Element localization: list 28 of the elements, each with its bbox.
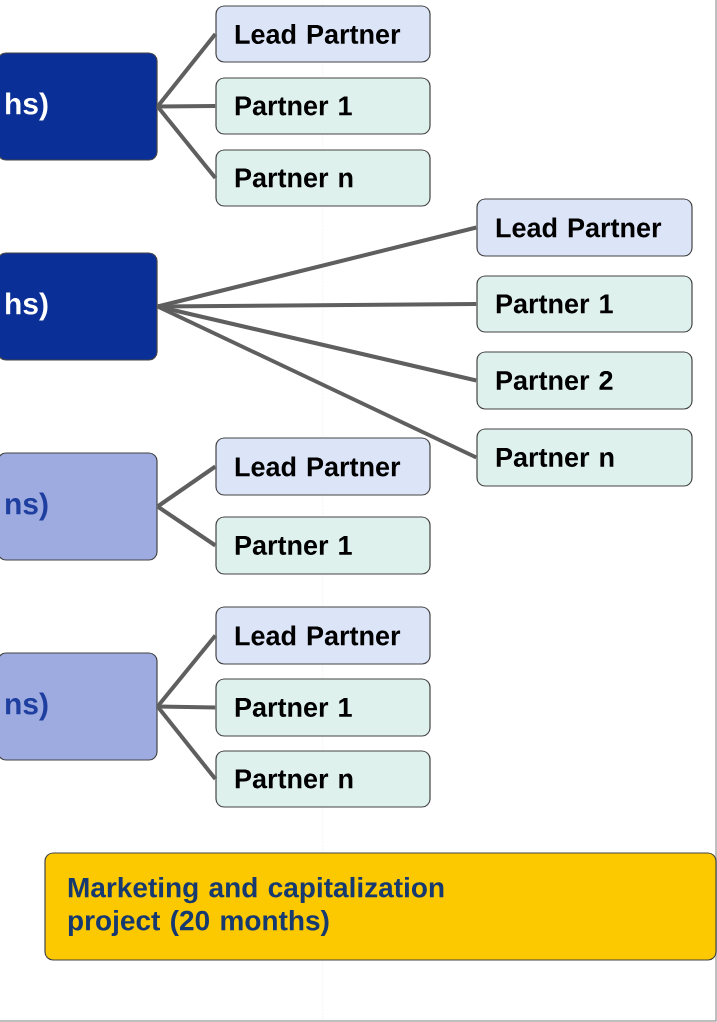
partner-box: Partner 1	[476, 275, 693, 333]
partner-box: Lead Partner	[215, 437, 431, 496]
partner-box: Partner n	[215, 750, 431, 808]
partner-box: Partner 1	[215, 77, 431, 135]
phase-box: hs)	[0, 252, 158, 361]
project-box: Marketing and capitalization project (20 months)	[44, 852, 717, 961]
connector-line	[156, 464, 217, 509]
connector-line	[157, 225, 477, 309]
connector-line	[157, 302, 477, 309]
connector-line	[156, 705, 217, 781]
partner-box: Partner 1	[215, 678, 431, 737]
connector-line	[156, 634, 217, 708]
partner-box: Lead Partner	[215, 606, 431, 665]
connector-line	[156, 304, 478, 460]
phase-box: ns)	[0, 652, 158, 761]
phase-box: hs)	[0, 52, 158, 161]
connector-line	[156, 105, 217, 180]
phase-box: ns)	[0, 452, 158, 561]
connector-line	[157, 104, 216, 109]
connector-line	[157, 704, 216, 710]
partner-box: Partner 1	[215, 516, 431, 575]
connector-line	[156, 504, 217, 548]
partner-box: Partner 2	[476, 351, 693, 410]
partner-box: Lead Partner	[476, 198, 693, 257]
partner-box: Partner n	[215, 149, 431, 207]
partner-box: Lead Partner	[215, 5, 431, 63]
connector-line	[156, 32, 217, 108]
partner-box: Partner n	[476, 428, 693, 487]
